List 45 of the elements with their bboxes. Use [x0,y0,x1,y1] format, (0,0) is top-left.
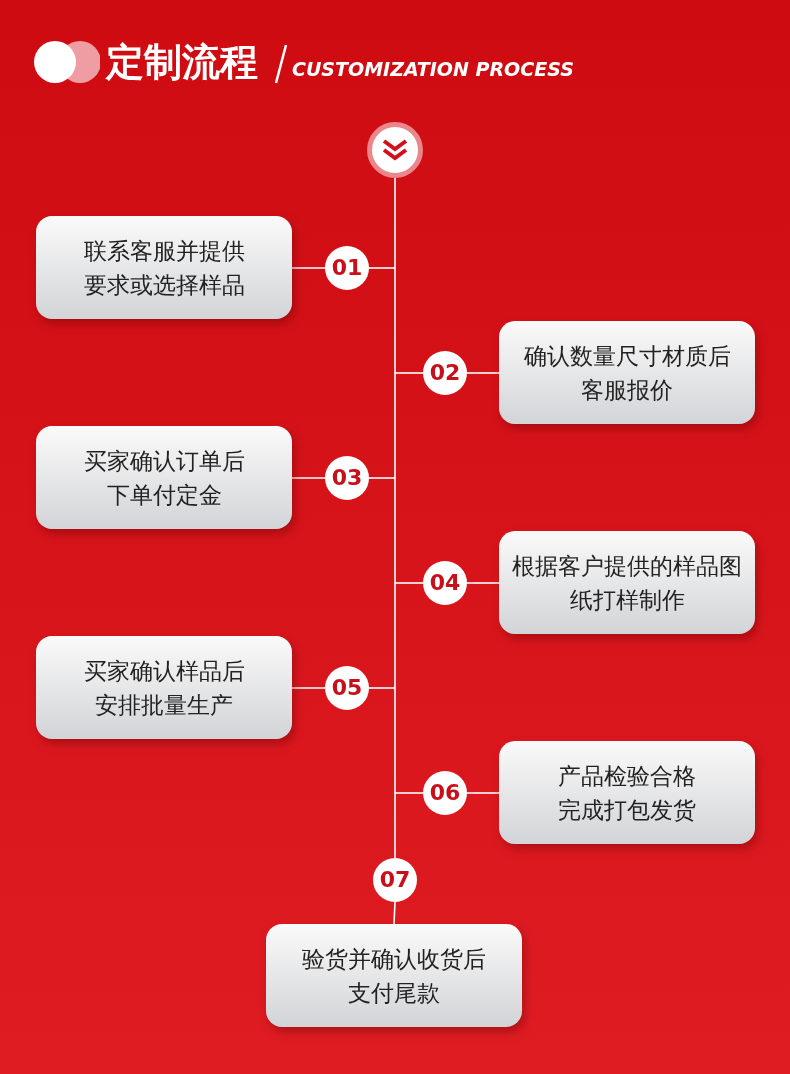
connector-line [393,901,396,925]
connector-line [466,792,500,794]
step-number-circle [423,561,467,605]
step-number: 05 [331,676,363,700]
title: 定制流程 [106,39,258,86]
step-text: 联系客服并提供要求或选择样品 [82,236,246,300]
step-number: 03 [331,466,363,490]
branch-line [394,792,424,794]
step-number-circle [325,456,369,500]
connector-line [394,177,396,859]
branch-line [394,372,424,374]
step-card [36,216,292,319]
connector-line [466,372,500,374]
step-card [36,426,292,529]
step-number: 01 [331,256,363,280]
step-number-circle [325,246,369,290]
step-text: 验货并确认收货后支付尾款 [301,944,487,1008]
step-number: 02 [429,361,461,385]
step-number-circle [325,666,369,710]
step-text: 根据客户提供的样品图纸打样制作 [511,551,743,615]
chevron-circle [367,122,423,178]
step-number: 06 [429,781,461,805]
step-card [499,321,755,424]
step-number-circle [373,858,417,902]
step-text: 确认数量尺寸材质后客服报价 [522,341,732,405]
connector-line [291,477,326,479]
step-card [499,741,755,844]
step-text: 买家确认样品后安排批量生产 [82,656,246,720]
connector-line [466,582,500,584]
branch-line [394,582,424,584]
step-text: 产品检验合格完成打包发货 [557,761,697,825]
subtitle: CUSTOMIZATION PROCESS [292,57,574,81]
connector-line [291,687,326,689]
branch-line [368,267,396,269]
step-card [36,636,292,739]
connector-line [291,267,326,269]
branch-line [368,687,396,689]
step-card [499,531,755,634]
step-text: 买家确认订单后下单付定金 [82,446,246,510]
step-number-circle [423,771,467,815]
step-number: 04 [429,571,461,595]
step-number-circle [423,351,467,395]
branch-line [368,477,396,479]
step-card [266,924,522,1027]
step-number: 07 [379,868,411,892]
